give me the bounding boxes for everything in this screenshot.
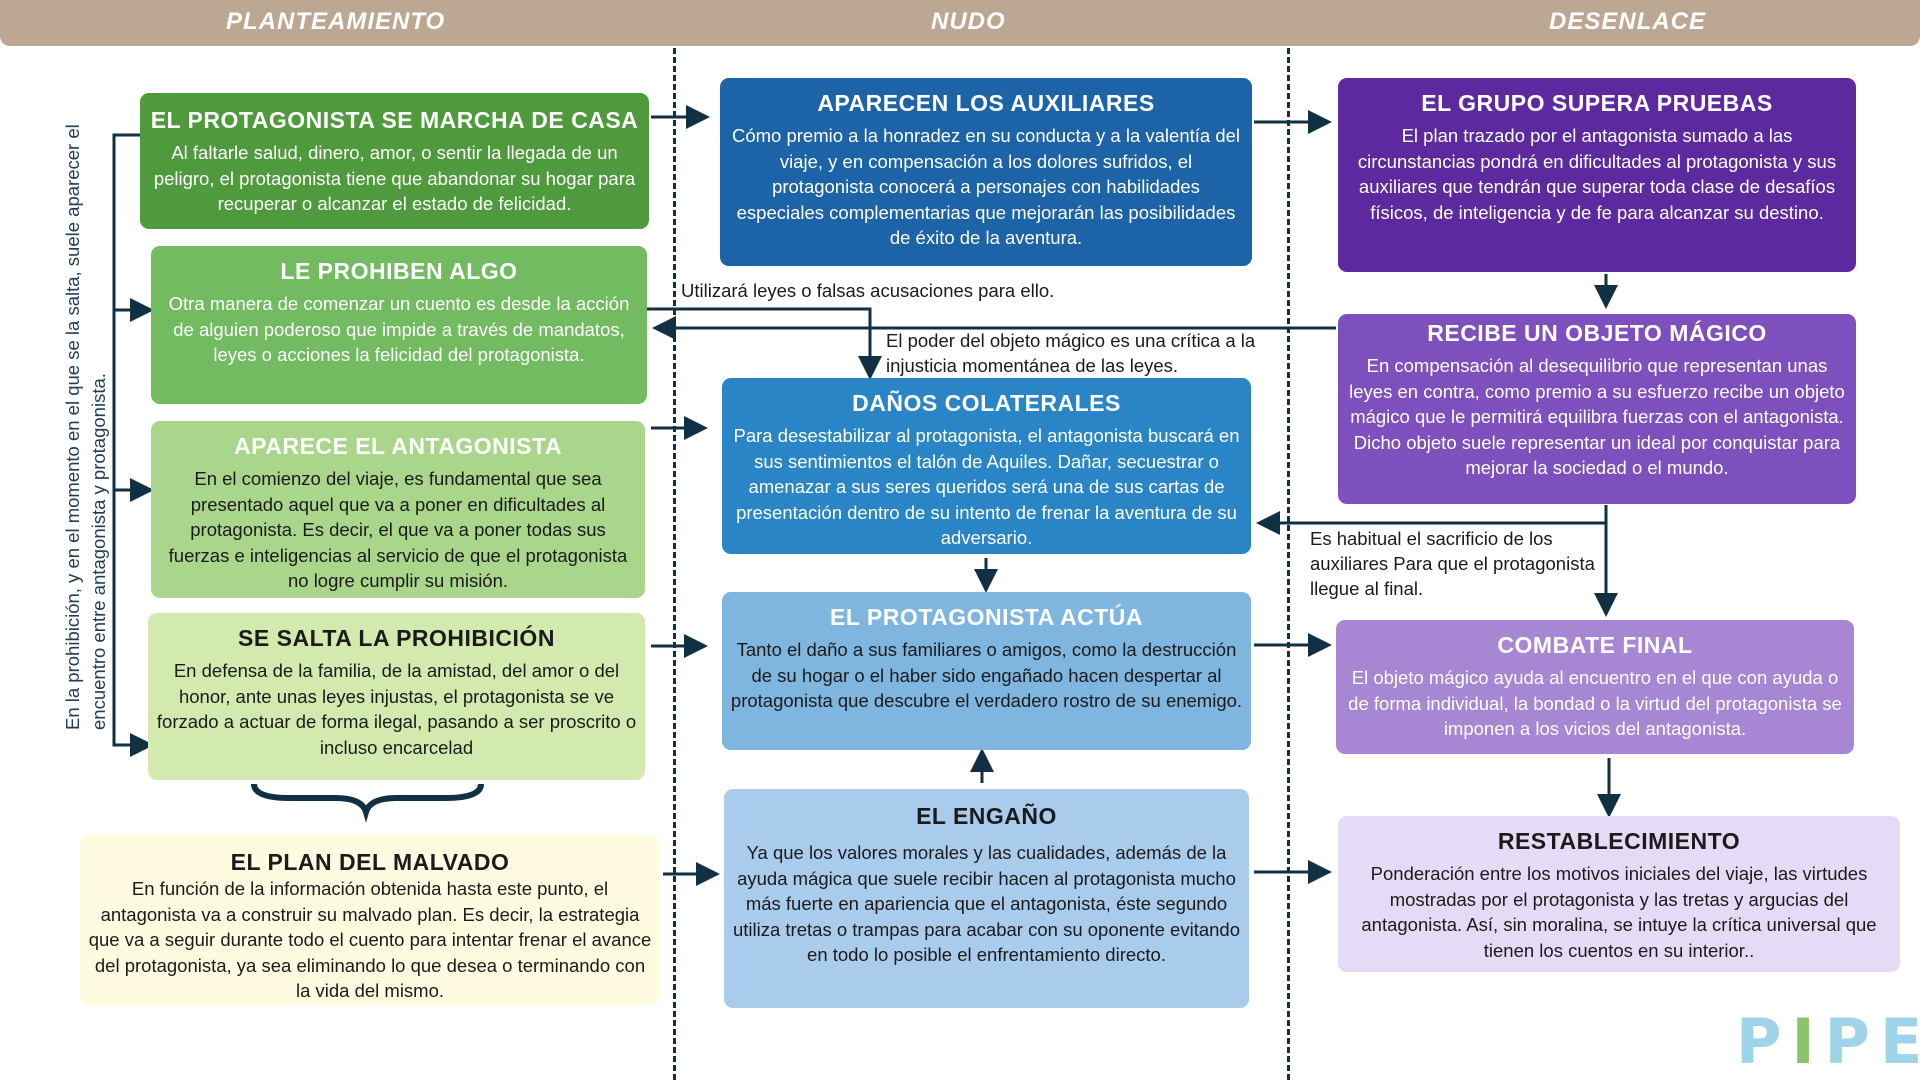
box-body: En función de la información obtenida ha…	[88, 878, 652, 1001]
box-title: RESTABLECIMIENTO	[1497, 828, 1741, 854]
note-sacrificio: Es habitual el sacrificio de los auxilia…	[1310, 528, 1595, 599]
box-body: En compensación al desequilibrio que rep…	[1349, 355, 1845, 478]
column-divider-left	[673, 48, 676, 1080]
box-body: El objeto mágico ayuda al encuentro en e…	[1348, 667, 1842, 739]
box-le-prohiben: LE PROHIBEN ALGO Otra manera de comenzar…	[151, 246, 647, 404]
box-title: RECIBE UN OBJETO MÁGICO	[1427, 320, 1767, 346]
header-planteamiento: PLANTEAMIENTO	[226, 8, 446, 35]
box-body: El plan trazado por el antagonista sumad…	[1357, 125, 1837, 223]
note-leyes: Utilizará leyes o falsas acusaciones par…	[681, 280, 1055, 301]
box-title: DAÑOS COLATERALES	[852, 390, 1121, 416]
box-title: APARECEN LOS AUXILIARES	[817, 90, 1155, 116]
box-body: Tanto el daño a sus familiares o amigos,…	[730, 639, 1243, 711]
note-objeto-critica: El poder del objeto mágico es una crític…	[886, 330, 1256, 376]
box-title: EL PLAN DEL MALVADO	[230, 849, 510, 875]
box-salta-prohibicion: SE SALTA LA PROHIBICIÓN En defensa de la…	[148, 613, 645, 780]
box-el-engano: EL ENGAÑO Ya que los valores morales y l…	[724, 789, 1249, 1008]
box-grupo-supera-pruebas: EL GRUPO SUPERA PRUEBAS El plan trazado …	[1338, 78, 1856, 272]
box-title: EL ENGAÑO	[916, 803, 1057, 829]
box-restablecimiento: RESTABLECIMIENTO Ponderación entre los m…	[1338, 816, 1900, 972]
box-body: Al faltarle salud, dinero, amor, o senti…	[153, 142, 636, 214]
box-title: APARECE EL ANTAGONISTA	[234, 433, 562, 459]
left-bracket-line	[112, 133, 145, 747]
box-aparece-antagonista: APARECE EL ANTAGONISTA En el comienzo de…	[151, 421, 645, 598]
box-title: LE PROHIBEN ALGO	[280, 258, 518, 284]
box-body: Ponderación entre los motivos iniciales …	[1361, 863, 1877, 961]
box-title: SE SALTA LA PROHIBICIÓN	[238, 625, 555, 651]
box-body: Cómo premio a la honradez en su conducta…	[731, 125, 1241, 248]
section-header-bar	[0, 0, 1920, 46]
box-title: EL GRUPO SUPERA PRUEBAS	[1421, 90, 1773, 116]
curly-brace	[251, 783, 484, 823]
box-recibe-objeto-magico: RECIBE UN OBJETO MÁGICO En compensación …	[1338, 314, 1856, 504]
box-aparecen-auxiliares: APARECEN LOS AUXILIARES Cómo premio a la…	[720, 78, 1252, 266]
column-divider-right	[1287, 48, 1290, 1080]
pipe-logo: PIPE	[1736, 1005, 1920, 1078]
box-body: En el comienzo del viaje, es fundamental…	[168, 468, 628, 591]
box-combate-final: COMBATE FINAL El objeto mágico ayuda al …	[1336, 620, 1854, 754]
box-body: En defensa de la familia, de la amistad,…	[156, 660, 637, 758]
box-title: COMBATE FINAL	[1497, 632, 1693, 658]
box-title: EL PROTAGONISTA ACTÚA	[830, 604, 1143, 630]
box-body: Otra manera de comenzar un cuento es des…	[168, 293, 630, 365]
box-body: Para desestabilizar al protagonista, el …	[733, 425, 1240, 548]
box-title: EL PROTAGONISTA SE MARCHA DE CASA	[150, 107, 639, 133]
box-danos-colaterales: DAÑOS COLATERALES Para desestabilizar al…	[722, 378, 1251, 554]
box-body: Ya que los valores morales y las cualida…	[732, 842, 1240, 965]
box-plan-malvado: EL PLAN DEL MALVADO En función de la inf…	[80, 835, 660, 1005]
header-nudo: NUDO	[931, 8, 1006, 35]
header-desenlace: DESENLACE	[1549, 8, 1707, 35]
box-protagonista-marcha: EL PROTAGONISTA SE MARCHA DE CASA Al fal…	[140, 93, 649, 229]
box-protagonista-actua: EL PROTAGONISTA ACTÚA Tanto el daño a su…	[722, 592, 1251, 750]
arrow-prohiben-to-danos	[647, 307, 882, 380]
